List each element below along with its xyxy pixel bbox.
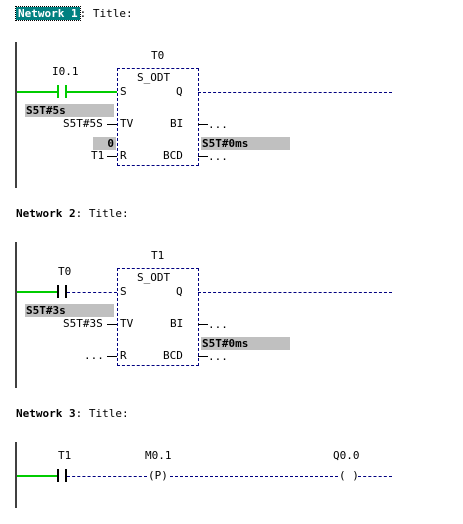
network-2-r-value[interactable]: ... [84,349,104,362]
network-1-pin-bi: BI [170,117,184,130]
network-1-pin-s: S [120,85,127,98]
network-1-bcd-out[interactable]: ... [208,150,228,163]
network-3-contact-right-bar[interactable] [65,469,67,482]
network-1-r-param[interactable]: 0 [93,137,116,150]
network-3-label[interactable]: Network 3 [16,407,76,420]
network-3-contact-address[interactable]: T1 [58,449,72,462]
network-1-pin-q: Q [176,85,183,98]
network-2-timer-type: S_ODT [137,271,171,284]
network-1-tv-param[interactable]: S5T#5s [25,104,114,117]
network-2-header[interactable]: Network 2: Title: [16,206,129,222]
network-2-pin-r: R [120,349,127,362]
network-3-header[interactable]: Network 3: Title: [16,406,129,422]
network-2-tv-stub [107,324,117,325]
network-2-timer-box[interactable] [117,268,199,366]
network-1-contact-left-bar[interactable] [57,85,59,98]
network-3-wire-end [358,476,392,477]
network-2-wire-left [17,291,57,293]
network-3-power-rail [15,442,17,508]
network-2-q-wire [198,292,392,293]
network-2-tv-value[interactable]: S5T#3S [63,317,103,330]
network-3-output-coil[interactable]: ( ) [339,469,359,482]
network-1-label[interactable]: Network 1 [15,6,81,21]
network-2-tv-param[interactable]: S5T#3s [25,304,114,317]
network-2-contact-address[interactable]: T0 [58,265,72,278]
network-1-pin-bcd: BCD [163,149,183,162]
network-1-r-value[interactable]: T1 [91,149,105,162]
network-1-r-stub [107,156,117,157]
network-1-wire-to-s [67,91,117,93]
network-2-title[interactable]: : Title: [75,207,129,220]
network-1-q-wire [198,92,392,93]
network-2-bcd-out[interactable]: ... [208,350,228,363]
network-2-power-rail [15,242,17,388]
network-2-wire-to-s [67,292,117,293]
network-2-r-stub [107,356,117,357]
network-1-pin-r: R [120,149,127,162]
network-1-wire-left [17,91,57,93]
network-1-timer-box[interactable] [117,68,199,166]
network-2-pin-bcd: BCD [163,349,183,362]
network-2-timer-name[interactable]: T1 [151,249,165,262]
network-2-pin-q: Q [176,285,183,298]
network-1-contact-address[interactable]: I0.1 [52,65,79,78]
network-2-bcd-value[interactable]: S5T#0ms [201,337,290,350]
network-3-pos-edge-coil[interactable]: (P) [148,469,168,482]
network-1-bi-stub [198,124,208,125]
network-1-bcd-value[interactable]: S5T#0ms [201,137,290,150]
network-1-contact-right-bar[interactable] [65,85,67,98]
network-1-tv-stub [107,124,117,125]
network-2-label[interactable]: Network 2 [16,207,76,220]
network-2-contact-left-bar[interactable] [57,285,59,298]
network-2-pin-s: S [120,285,127,298]
network-1-pin-tv: TV [120,117,134,130]
network-1-header[interactable]: Network 1: Title: [15,6,133,22]
network-1-title[interactable]: : Title: [79,7,133,20]
network-2-bi-out[interactable]: ... [208,318,228,331]
network-2-contact-right-bar[interactable] [65,285,67,298]
network-3-wire-to-p [67,476,147,477]
network-2-bcd-stub [198,356,208,357]
network-1-bi-out[interactable]: ... [208,118,228,131]
network-2-bi-stub [198,324,208,325]
network-3-wire-to-coil [170,476,338,477]
network-1-tv-value[interactable]: S5T#5S [63,117,103,130]
network-3-pos-edge-address[interactable]: M0.1 [145,449,172,462]
network-2-pin-bi: BI [170,317,184,330]
network-1-power-rail [15,42,17,188]
network-3-title[interactable]: : Title: [75,407,129,420]
network-3-wire-left [17,475,57,477]
network-1-bcd-stub [198,156,208,157]
network-1-timer-name[interactable]: T0 [151,49,165,62]
network-1-timer-type: S_ODT [137,71,171,84]
network-3-coil-address[interactable]: Q0.0 [333,449,360,462]
network-3-contact-left-bar[interactable] [57,469,59,482]
network-2-pin-tv: TV [120,317,134,330]
network-3-pos-edge-symbol: P [154,469,162,482]
